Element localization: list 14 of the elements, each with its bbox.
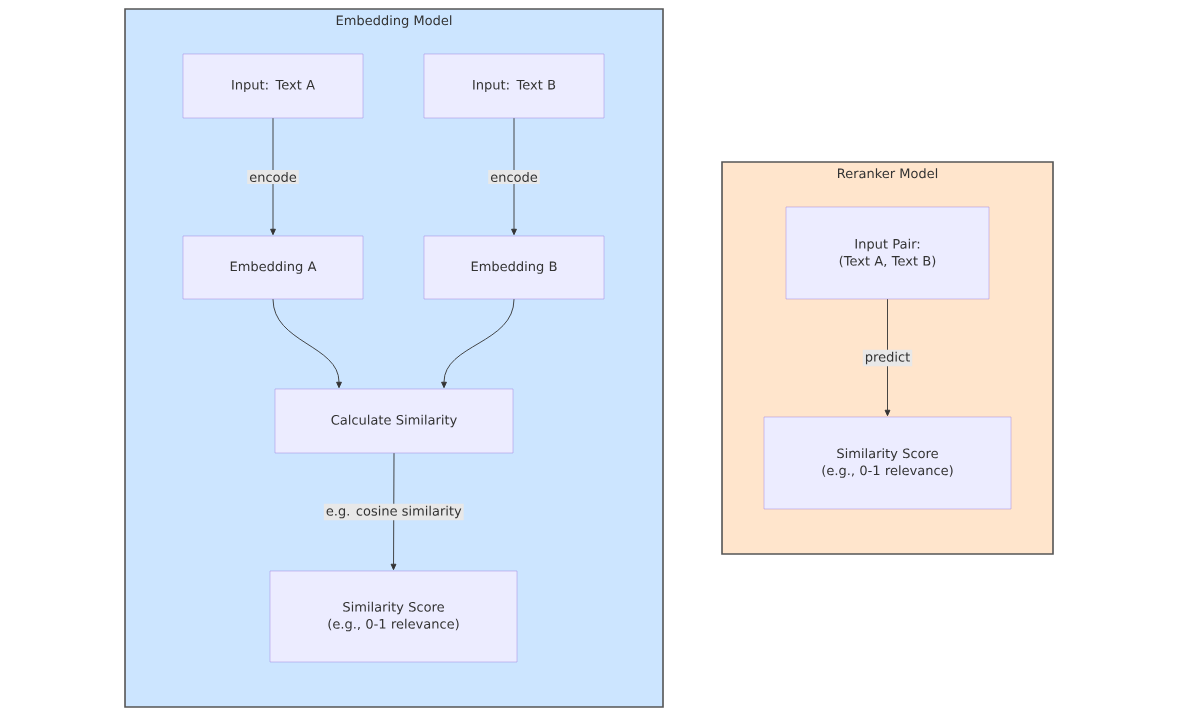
process-box: Similarity Score (e.g., 0-1 relevance) bbox=[763, 416, 1012, 510]
arrow bbox=[511, 117, 517, 236]
arrow bbox=[884, 298, 891, 417]
process-box: Calculate Similarity bbox=[274, 388, 514, 454]
process-box: Input Pair: (Text A, Text B) bbox=[785, 206, 990, 300]
arrow bbox=[272, 298, 342, 389]
process-box: Input: Text A bbox=[182, 53, 364, 119]
arrow bbox=[270, 117, 276, 236]
process-box: Embedding B bbox=[423, 235, 605, 300]
process-box: Input: Text B bbox=[423, 53, 605, 119]
process-box: Embedding A bbox=[182, 235, 364, 300]
arrow bbox=[390, 452, 397, 571]
arrow bbox=[441, 298, 515, 389]
process-box: Similarity Score (e.g., 0-1 relevance) bbox=[269, 570, 518, 663]
